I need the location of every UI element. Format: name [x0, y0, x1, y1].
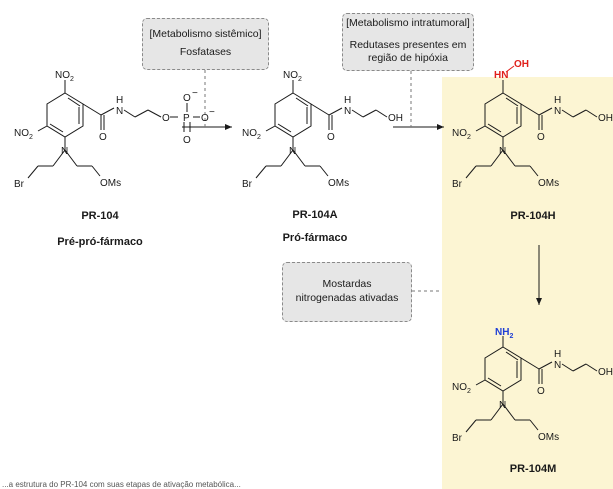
pr104-charge-top: − [192, 88, 198, 99]
activated-mustards-box: Mostardas nitrogenadas ativadas [282, 262, 412, 322]
pr104-structure [27, 80, 200, 179]
pr104h-amine-n: N [499, 146, 506, 157]
pr104-carbonyl-o: O [99, 132, 107, 143]
pr104h-structure [465, 80, 598, 179]
pr104-ester-o: O [162, 113, 170, 124]
pr104h-hn: HN [494, 70, 508, 81]
pr104a-amide-h: H [344, 95, 351, 106]
pr104m-amine-n: N [499, 400, 506, 411]
pr104-phosphorus: P [183, 113, 190, 124]
pr104m-label: PR-104M [509, 463, 557, 475]
pr104m-nh2: NH2 [495, 327, 513, 340]
pr104m-structure [465, 336, 598, 433]
pr104m-br: Br [452, 433, 463, 444]
pr104h-br: Br [452, 179, 463, 190]
pr104a-no2-top: NO2 [283, 70, 302, 83]
pr104a-no2-left: NO2 [242, 128, 261, 141]
mustards-box-line1: Mostardas [322, 278, 372, 290]
systemic-box-enzyme: Fosfatases [179, 45, 232, 58]
pr104m-amide-h: H [554, 349, 561, 360]
pr104h-amide-h: H [554, 95, 561, 106]
pr104-no2-left: NO2 [14, 128, 33, 141]
pr104h-oh: OH [514, 59, 529, 70]
intratumoral-box-line2: Redutases presentes em [349, 38, 467, 51]
pr104-br: Br [14, 179, 25, 190]
pr104-amine-n: N [61, 146, 68, 157]
pr104-amide-n: N [116, 106, 123, 117]
mustards-box-line2: nitrogenadas ativadas [295, 291, 399, 304]
pr104h-oms: OMs [538, 178, 559, 189]
pr104-no2-top: NO2 [55, 70, 74, 83]
intratumoral-box-line3: região de hipóxia [368, 52, 448, 64]
pr104a-carbonyl-o: O [327, 132, 335, 143]
pr104-label: PR-104 [81, 210, 119, 222]
pr104-role: Pré-pró-fármaco [57, 236, 143, 248]
pr104m-oh: OH [598, 367, 613, 378]
pr104m-oms: OMs [538, 432, 559, 443]
systemic-metabolism-box: [Metabolismo sistêmico] Fosfatases [142, 18, 269, 70]
intratumoral-box-title: [Metabolismo intratumoral] [346, 17, 470, 29]
pr104m-carbonyl-o: O [537, 386, 545, 397]
intratumoral-metabolism-box: [Metabolismo intratumoral] Redutases pre… [342, 13, 474, 71]
pr104-p-o-top: O [183, 93, 191, 104]
pr104-amide-h: H [116, 95, 123, 106]
systemic-box-title: [Metabolismo sistêmico] [149, 28, 262, 40]
pr104a-oh: OH [388, 113, 403, 124]
pr104m-no2-left: NO2 [452, 382, 471, 395]
pr104a-oms: OMs [328, 178, 349, 189]
pr104m-amide-n: N [554, 360, 561, 371]
pr104h-carbonyl-o: O [537, 132, 545, 143]
pr104h-amide-n: N [554, 106, 561, 117]
pr104a-role: Pró-fármaco [282, 232, 348, 244]
pr104h-no2-left: NO2 [452, 128, 471, 141]
pr104-charge-right: − [209, 107, 215, 118]
pr104a-br: Br [242, 179, 253, 190]
figure-caption: ...a estrutura do PR-104 com suas etapas… [2, 480, 241, 489]
pr104a-label: PR-104A [292, 209, 338, 221]
pr104-p-o-right: O [201, 113, 209, 124]
pr104-p-o-bottom: O [183, 135, 191, 146]
pr104h-hydroxylamine: HN OH [494, 59, 529, 81]
pr104-oms: OMs [100, 178, 121, 189]
pr104h-oh: OH [598, 113, 613, 124]
pr104a-amine-n: N [289, 146, 296, 157]
pr104a-structure [255, 80, 388, 179]
pr104a-amide-n: N [344, 106, 351, 117]
pr104h-label: PR-104H [510, 210, 556, 222]
